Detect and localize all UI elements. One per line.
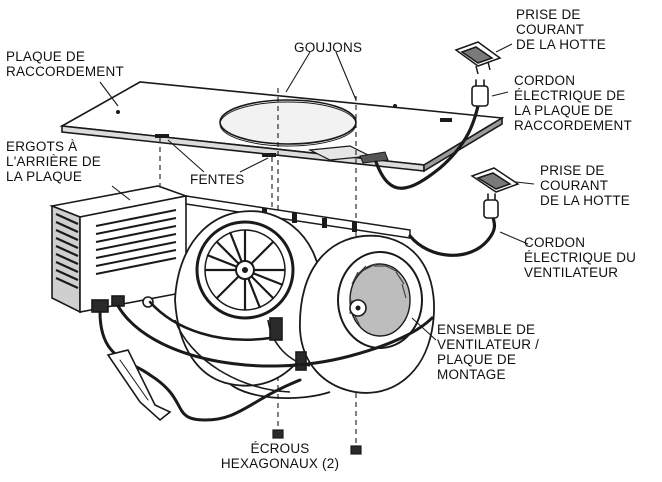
label-line: GOUJONS (294, 40, 363, 55)
label-line: VENTILATEUR / (437, 337, 540, 352)
label-line: CORDON (514, 73, 576, 88)
label-line: CORDON (524, 235, 586, 250)
label-line: VENTILATEUR (524, 265, 619, 280)
label-fentes: FENTES (190, 172, 244, 187)
hood-outlet-mid (470, 167, 520, 193)
leader-lines (99, 43, 535, 341)
label-line: ÉLECTRIQUE DU (524, 250, 637, 265)
label-plaque-de-raccordement: PLAQUE DE RACCORDEMENT (6, 49, 124, 79)
label-line: LA PLAQUE DE (514, 103, 614, 118)
blower-power-cord (408, 193, 499, 257)
label-line: PRISE DE (516, 7, 581, 22)
label-line: PRISE DE (540, 163, 605, 178)
electrical-box (49, 185, 189, 314)
label-line: FENTES (190, 172, 245, 187)
label-line: ERGOTS À (6, 139, 78, 154)
label-line: MONTAGE (437, 367, 506, 382)
plate-power-cord (374, 79, 489, 190)
label-ecrous-hexagonaux: ÉCROUS HEXAGONAUX (2) (210, 441, 350, 471)
hood-outlet-top (454, 41, 502, 75)
label-goujons: GOUJONS (294, 40, 362, 55)
hex-nuts (272, 429, 362, 455)
label-cordon-electrique-plaque: CORDON ÉLECTRIQUE DE LA PLAQUE DE RACCOR… (514, 73, 632, 133)
label-line: RACCORDEMENT (514, 118, 632, 133)
label-ergots: ERGOTS À L'ARRIÈRE DE LA PLAQUE (6, 139, 101, 184)
label-line: ENSEMBLE DE (437, 322, 536, 337)
label-line: DE LA HOTTE (540, 193, 630, 208)
wiring-harness (98, 300, 434, 422)
label-line: RACCORDEMENT (6, 64, 124, 79)
left-blower (174, 210, 331, 399)
label-cordon-electrique-ventilateur: CORDON ÉLECTRIQUE DU VENTILATEUR (524, 235, 636, 280)
label-line: COURANT (516, 22, 585, 37)
label-line: LA PLAQUE (6, 169, 83, 184)
label-prise-de-courant-mid: PRISE DE COURANT DE LA HOTTE (540, 163, 630, 208)
label-line: ÉLECTRIQUE DE (514, 88, 626, 103)
label-line: L'ARRIÈRE DE (6, 154, 102, 169)
label-line: COURANT (540, 178, 609, 193)
label-line: PLAQUE DE (437, 352, 517, 367)
label-line: DE LA HOTTE (516, 37, 606, 52)
label-line: ÉCROUS (250, 441, 310, 456)
label-line: PLAQUE DE (6, 49, 86, 64)
label-ensemble-ventilateur: ENSEMBLE DE VENTILATEUR / PLAQUE DE MONT… (437, 322, 539, 382)
right-blower (299, 234, 435, 394)
connection-plate (59, 81, 505, 173)
label-prise-de-courant-top: PRISE DE COURANT DE LA HOTTE (516, 7, 606, 52)
label-line: HEXAGONAUX (2) (220, 456, 340, 471)
